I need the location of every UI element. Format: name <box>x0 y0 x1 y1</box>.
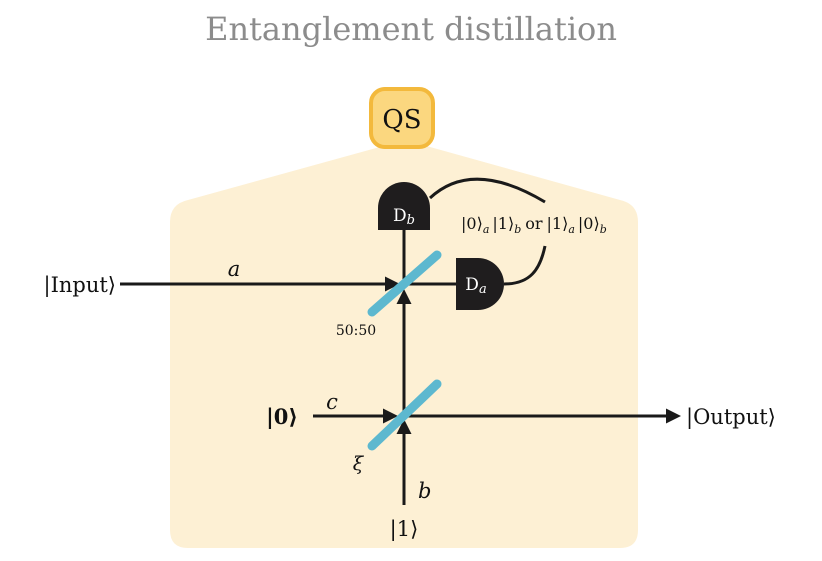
detector-db-label: D <box>393 206 407 226</box>
output-state-label: |Output⟩ <box>686 405 776 430</box>
beamsplitter-top <box>367 250 442 317</box>
mode-c-label: c <box>326 390 338 414</box>
beamsplitter-bottom <box>367 379 442 451</box>
input-state-label: |Input⟩ <box>44 273 117 298</box>
detector-da-label: D <box>465 275 479 295</box>
photon-state-label: |1⟩ <box>390 517 419 542</box>
mode-a-label: a <box>228 257 241 281</box>
svg-text:Da: Da <box>465 275 486 297</box>
herald-wire-da <box>503 245 547 286</box>
herald-wire-db <box>428 177 546 204</box>
qs-label: QS <box>382 105 421 135</box>
vacuum-state-label: |0⟩ <box>266 404 298 429</box>
mode-b-label: b <box>418 479 431 503</box>
beamsplitter-top-label: 50:50 <box>336 323 376 339</box>
detector-db-subscript: b <box>407 213 415 228</box>
qs-badge <box>369 87 435 149</box>
detector-da <box>456 258 504 310</box>
diagram-title: Entanglement distillation <box>205 10 617 48</box>
detector-da-subscript: a <box>479 282 487 297</box>
detector-db <box>378 182 430 230</box>
beamsplitter-bottom-label: ξ <box>353 453 365 475</box>
svg-text:Db: Db <box>393 206 415 228</box>
